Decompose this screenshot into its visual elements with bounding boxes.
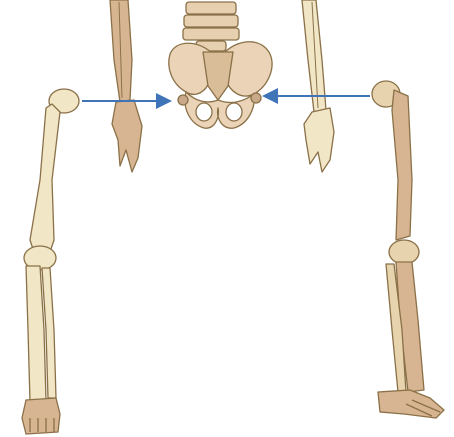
right-hand — [304, 108, 334, 172]
left-leg — [22, 89, 79, 434]
right-leg — [372, 81, 444, 418]
pelvis-left-socket — [178, 95, 188, 105]
obturator-left — [196, 103, 212, 121]
sacrum — [203, 52, 233, 100]
right-femur — [392, 90, 412, 240]
left-hand — [112, 100, 142, 172]
right-foot — [378, 390, 444, 418]
obturator-right — [226, 103, 242, 121]
pelvis — [169, 2, 272, 128]
left-femur — [30, 104, 60, 252]
pelvis-right-socket — [251, 93, 261, 103]
right-knee — [389, 240, 419, 264]
left-arm — [110, 0, 142, 172]
pelvis-left-wing — [169, 43, 211, 94]
right-arm — [302, 0, 334, 172]
pelvis-right-wing — [225, 42, 272, 96]
